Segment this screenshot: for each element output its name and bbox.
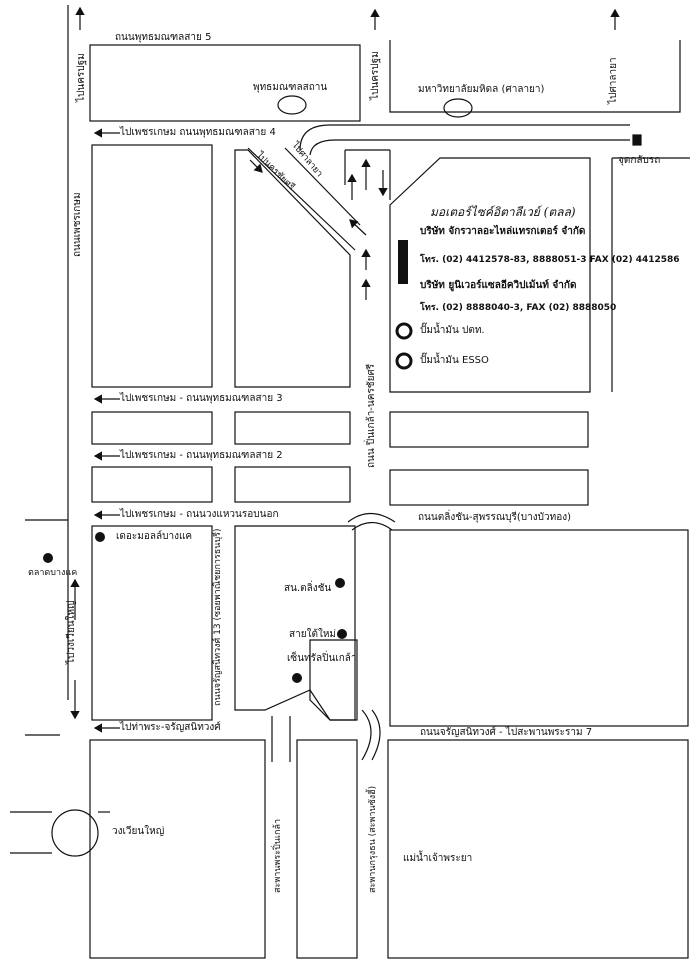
place-label: ตลาดบางแค (28, 568, 78, 578)
block-right-1 (389, 157, 591, 393)
company-phone: โทร. (02) 4412578-83, 8888051-3 FAX (02)… (420, 255, 680, 265)
road-label: ไปท่าพระ-จรัญสนิทวงศ์ (120, 722, 221, 733)
mall-marker (95, 532, 105, 542)
road-label: ถนนจรัญสนิทวงศ์ - ไปสะพานพระราม 7 (420, 727, 593, 738)
handwritten-note: มอเตอร์ไซค์อิตาลีเวย์ (ตลล) (430, 205, 576, 219)
road-label: ไปวงเวียนใหญ่ (66, 600, 77, 664)
block-row2-c (389, 469, 589, 506)
company-name: บริษัท จักรวาลอะไหล่แทรกเตอร์ จำกัด (420, 226, 586, 237)
block-row2-a (91, 466, 213, 503)
company-building-marker (398, 240, 408, 284)
pond-shape (277, 95, 307, 115)
road-label: ถนนเพชรเกษม (72, 192, 83, 257)
road-label: ถนนจรัญสนิทวงศ์ 13 (ซอยพาณิชยการธนบุรี) (213, 528, 223, 707)
block-mall (91, 525, 213, 721)
block-right-lower (389, 529, 689, 727)
block-row3-c (389, 411, 589, 448)
bridge-label: สะพานพระปิ่นเกล้า (273, 818, 283, 893)
road-direction-arrows (249, 159, 263, 173)
esso-marker (395, 352, 413, 370)
block-row2-b (234, 466, 351, 503)
place-label: เดอะมอลล์บางแค (116, 531, 193, 542)
district-marker (335, 578, 345, 588)
road-label: ถนน ปิ่นเกล้า-นครชัยศรี (366, 363, 377, 468)
road-label: ไปนครปฐม (76, 53, 87, 102)
block-bottom-right (387, 739, 689, 959)
place-label: เซ็นทรัลปิ่นเกล้า (287, 653, 357, 664)
block-mid-1 (234, 149, 351, 388)
river-label: แม่น้ำเจ้าพระยา (403, 853, 473, 864)
gas-station-label: ปั๊มน้ำมัน ESSO (420, 355, 489, 366)
ptt-marker (395, 322, 413, 340)
block-phutthamonthon (89, 44, 361, 122)
bus-terminal-marker (337, 629, 347, 639)
ramp-line-2 (284, 147, 361, 226)
pond-shape-2 (443, 98, 473, 118)
place-label: พุทธมณฑลสถาน (253, 82, 328, 93)
company-name: บริษัท ยูนิเวอร์แซลอีควิปเม้นท์ จำกัด (420, 280, 577, 291)
place-label: สน.ตลิ่งชัน (284, 583, 332, 594)
block-left-1 (91, 144, 213, 388)
road-label: ถนนพุทธมณฑลสาย 5 (115, 32, 212, 43)
market-marker (43, 553, 53, 563)
u-turn-marker (632, 134, 642, 146)
roundabout (51, 809, 99, 857)
overpass-arc (347, 512, 396, 523)
bridge-label: สะพานกรุงธน (สะพานซังฮี้) (368, 785, 378, 893)
road-curve-inner (309, 139, 630, 156)
road-label: ไปเพชรเกษม - ถนนวงแหวนรอบนอก (120, 509, 279, 520)
block-row3-a (91, 411, 213, 445)
overpass-arc-2 (361, 709, 372, 761)
block-row3-b (234, 411, 351, 445)
block-central-inner (309, 639, 358, 721)
road-label: ไปเพชรเกษม - ถนนพุทธมณฑลสาย 3 (120, 393, 283, 404)
road-curve-top (299, 124, 630, 151)
block-mahidol (389, 40, 681, 113)
gas-station-label: ปั๊มน้ำมัน ปตท. (420, 325, 485, 336)
road-label: ไปเพชรเกษม ถนนพุทธมณฑลสาย 4 (120, 127, 276, 138)
block-central (234, 525, 356, 721)
place-label: วงเวียนใหญ่ (112, 826, 165, 837)
block-bottom-left (89, 739, 266, 959)
road-label: ไปนครปฐม (370, 51, 381, 100)
place-label: สายใต้ใหม่ (289, 629, 337, 640)
road-label: ไปเพชรเกษม - ถนนพุทธมณฑลสาย 2 (120, 450, 283, 461)
ramp-line (247, 147, 356, 251)
road-label: ถนนตลิ่งชัน-สุพรรณบุรี(บางบัวทอง) (418, 512, 571, 523)
central-marker (292, 673, 302, 683)
place-label: จุดกลับรถ (618, 155, 661, 166)
block-bottom-mid (296, 739, 358, 959)
company-phone: โทร. (02) 8888040-3, FAX (02) 8888050 (420, 303, 617, 313)
place-label: มหาวิทยาลัยมหิดล (ศาลายา) (418, 84, 545, 95)
road-label: ไปศาลายา (608, 57, 619, 104)
